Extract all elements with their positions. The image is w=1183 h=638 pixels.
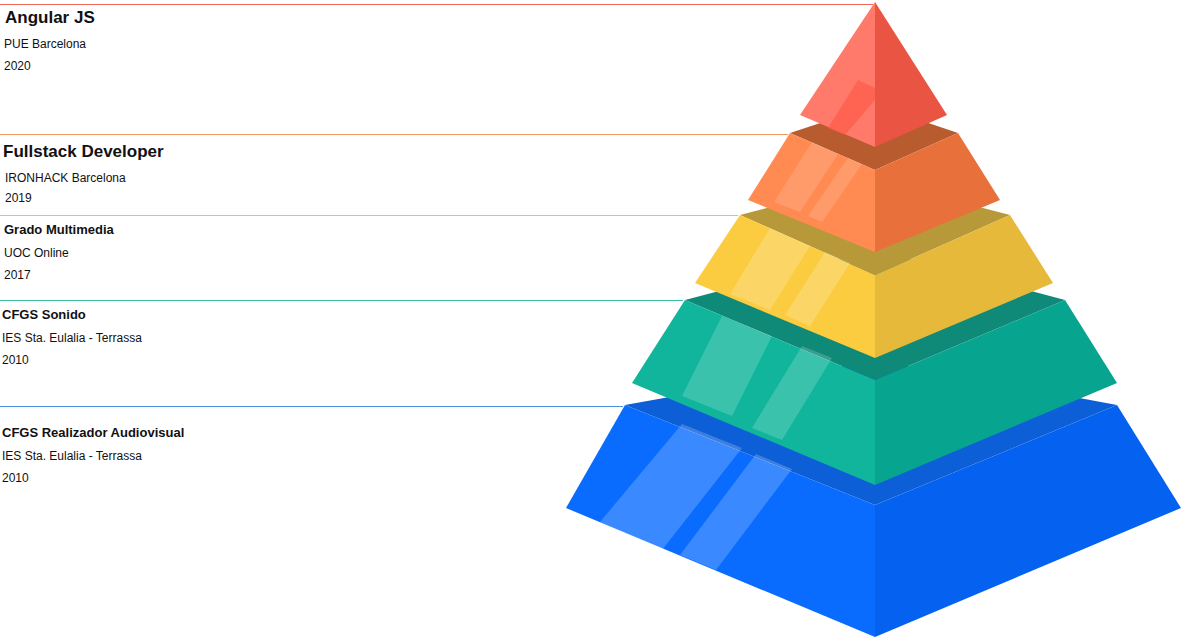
institution: UOC Online <box>4 246 69 260</box>
leader-line <box>0 134 788 135</box>
leader-line <box>0 300 683 301</box>
institution: IES Sta. Eulalia - Terrassa <box>2 331 142 345</box>
year: 2017 <box>4 268 31 282</box>
year: 2019 <box>5 191 32 205</box>
leader-line <box>0 215 738 216</box>
course-title: Angular JS <box>5 8 95 28</box>
institution: IES Sta. Eulalia - Terrassa <box>2 449 142 463</box>
institution: PUE Barcelona <box>4 37 86 51</box>
year: 2020 <box>4 59 31 73</box>
leader-line <box>0 4 873 5</box>
year: 2010 <box>2 471 29 485</box>
year: 2010 <box>2 353 29 367</box>
leader-line <box>0 406 623 407</box>
institution: IRONHACK Barcelona <box>5 171 126 185</box>
pyramid-layer <box>800 2 947 147</box>
course-title: Grado Multimedia <box>4 222 114 238</box>
course-title: Fullstack Developer <box>3 142 164 162</box>
course-title: CFGS Sonido <box>2 307 86 323</box>
course-title: CFGS Realizador Audiovisual <box>2 425 184 441</box>
